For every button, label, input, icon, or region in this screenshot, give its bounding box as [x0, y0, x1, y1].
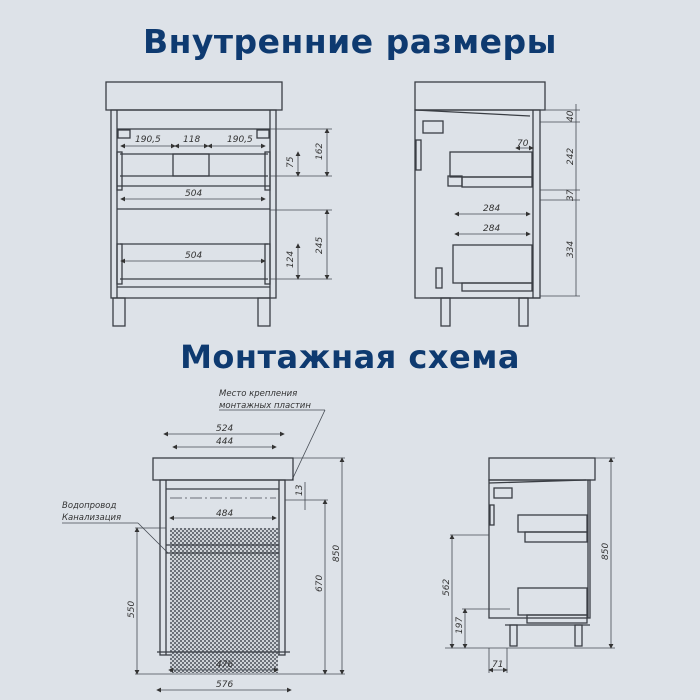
- dim-284-bottom: 284: [483, 224, 500, 234]
- dim-245: 245: [315, 237, 325, 254]
- dim-504-bottom: 504: [185, 251, 202, 261]
- dim-850-side: 850: [601, 543, 611, 560]
- dim-576: 576: [216, 680, 233, 690]
- internal-side-view: 70 284 284 40 242 37 334: [414, 81, 580, 327]
- dim-444: 444: [216, 437, 233, 447]
- dim-70: 70: [517, 139, 529, 149]
- dim-40: 40: [566, 110, 576, 122]
- dim-13: 13: [295, 484, 305, 496]
- dim-37: 37: [566, 189, 576, 201]
- note-plates-line2: монтажных пластин: [219, 401, 311, 411]
- dim-242: 242: [566, 148, 576, 165]
- dim-550: 550: [127, 601, 137, 618]
- internal-front-view: 190,5 118 190,5 504 504 162 75 245 124: [105, 81, 332, 327]
- dim-124: 124: [286, 251, 296, 268]
- dim-197: 197: [455, 617, 465, 634]
- dim-504-top: 504: [185, 189, 202, 199]
- dim-284-top: 284: [483, 204, 500, 214]
- plumbing-zone: [170, 528, 278, 673]
- title-internal-dimensions: Внутренние размеры: [142, 22, 558, 61]
- dim-562: 562: [442, 579, 452, 596]
- dim-334: 334: [566, 241, 576, 258]
- mounting-front-view: Место крепления монтажных пластин 524 44…: [62, 389, 345, 693]
- note-sewerage: Канализация: [62, 513, 121, 523]
- dim-75: 75: [286, 156, 296, 168]
- dim-190-5-left: 190,5: [135, 135, 161, 145]
- title-mounting-scheme: Монтажная схема: [180, 338, 520, 376]
- dim-118: 118: [183, 135, 200, 145]
- dim-162: 162: [315, 143, 325, 160]
- dim-524: 524: [216, 424, 233, 434]
- dim-484: 484: [216, 509, 233, 519]
- note-plates-line1: Место крепления: [219, 389, 297, 399]
- dim-71: 71: [492, 660, 503, 670]
- dim-850-front: 850: [332, 545, 342, 562]
- dim-476: 476: [216, 660, 233, 670]
- mounting-side-view: 562 197 850 71: [442, 457, 615, 673]
- dim-190-5-right: 190,5: [227, 135, 253, 145]
- dim-670: 670: [315, 575, 325, 592]
- note-water-supply: Водопровод: [62, 501, 116, 511]
